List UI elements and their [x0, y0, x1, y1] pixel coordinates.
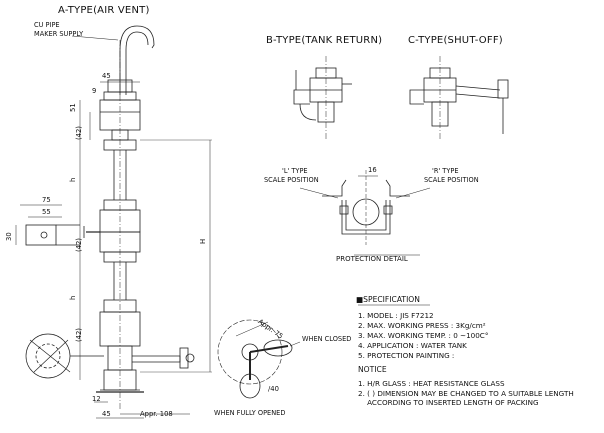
dim-appr-108: Appr. 108	[140, 410, 173, 418]
spec-heading: ■SPECIFICATION	[356, 295, 420, 304]
when-fully-opened-label: WHEN FULLY OPENED	[214, 409, 286, 417]
dim-45-top: 45	[102, 72, 111, 80]
dim-51: 51	[69, 103, 77, 112]
b-type-drawing	[293, 56, 352, 140]
a-type-gauge-drawing	[15, 25, 212, 419]
notice-item: 2. ( ) DIMENSION MAY BE CHANGED TO A SUI…	[358, 389, 574, 398]
a-type-title: A-TYPE(AIR VENT)	[58, 5, 150, 16]
dim-45-bottom: 45	[102, 410, 111, 418]
dim-42-a: (42)	[75, 126, 83, 140]
notice-item: 1. H/R GLASS : HEAT RESISTANCE GLASS	[358, 379, 505, 388]
dim-H: H	[199, 238, 207, 244]
when-closed-label: WHEN CLOSED	[302, 335, 352, 343]
notice-item: ACCORDING TO INSERTED LENGTH OF PACKING	[358, 398, 539, 407]
protection-detail-drawing	[299, 170, 431, 245]
dim-75: 75	[42, 196, 51, 204]
spec-item: 5. PROTECTION PAINTING :	[358, 351, 455, 360]
spec-item: 3. MAX. WORKING TEMP. : 0 ~100C°	[358, 331, 489, 340]
dim-12: 12	[92, 395, 101, 403]
maker-supply-label: MAKER SUPPLY	[34, 30, 84, 38]
dim-h-1: h	[69, 177, 77, 182]
r-type-label: 'R' TYPE	[432, 167, 459, 175]
l-type-label: 'L' TYPE	[282, 167, 308, 175]
spec-item: 2. MAX. WORKING PRESS : 3Kg/cm²	[358, 321, 486, 330]
handle-detail-drawing	[217, 319, 301, 399]
l-scale-position-label: SCALE POSITION	[264, 176, 319, 184]
dim-30: 30	[5, 232, 13, 241]
dim-9: 9	[92, 87, 97, 95]
b-type-title: B-TYPE(TANK RETURN)	[266, 35, 383, 46]
dim-55: 55	[42, 208, 51, 216]
dim-16: 16	[368, 166, 377, 174]
spec-item: 4. APPLICATION : WATER TANK	[358, 341, 467, 350]
r-scale-position-label: SCALE POSITION	[424, 176, 479, 184]
dim-h-2: h	[69, 295, 77, 300]
dim-42-c: (42)	[75, 328, 83, 342]
spec-item: 1. MODEL : JIS F7212	[358, 311, 434, 320]
dim-phi-40: ∕40	[268, 385, 279, 393]
dim-42-b: (42)	[75, 238, 83, 252]
c-type-title: C-TYPE(SHUT-OFF)	[408, 35, 503, 46]
c-type-drawing	[409, 56, 509, 140]
notice-heading: NOTICE	[358, 365, 387, 374]
cu-pipe-label: CU PIPE	[34, 21, 60, 29]
protection-detail-label: PROTECTION DETAIL	[336, 255, 408, 263]
